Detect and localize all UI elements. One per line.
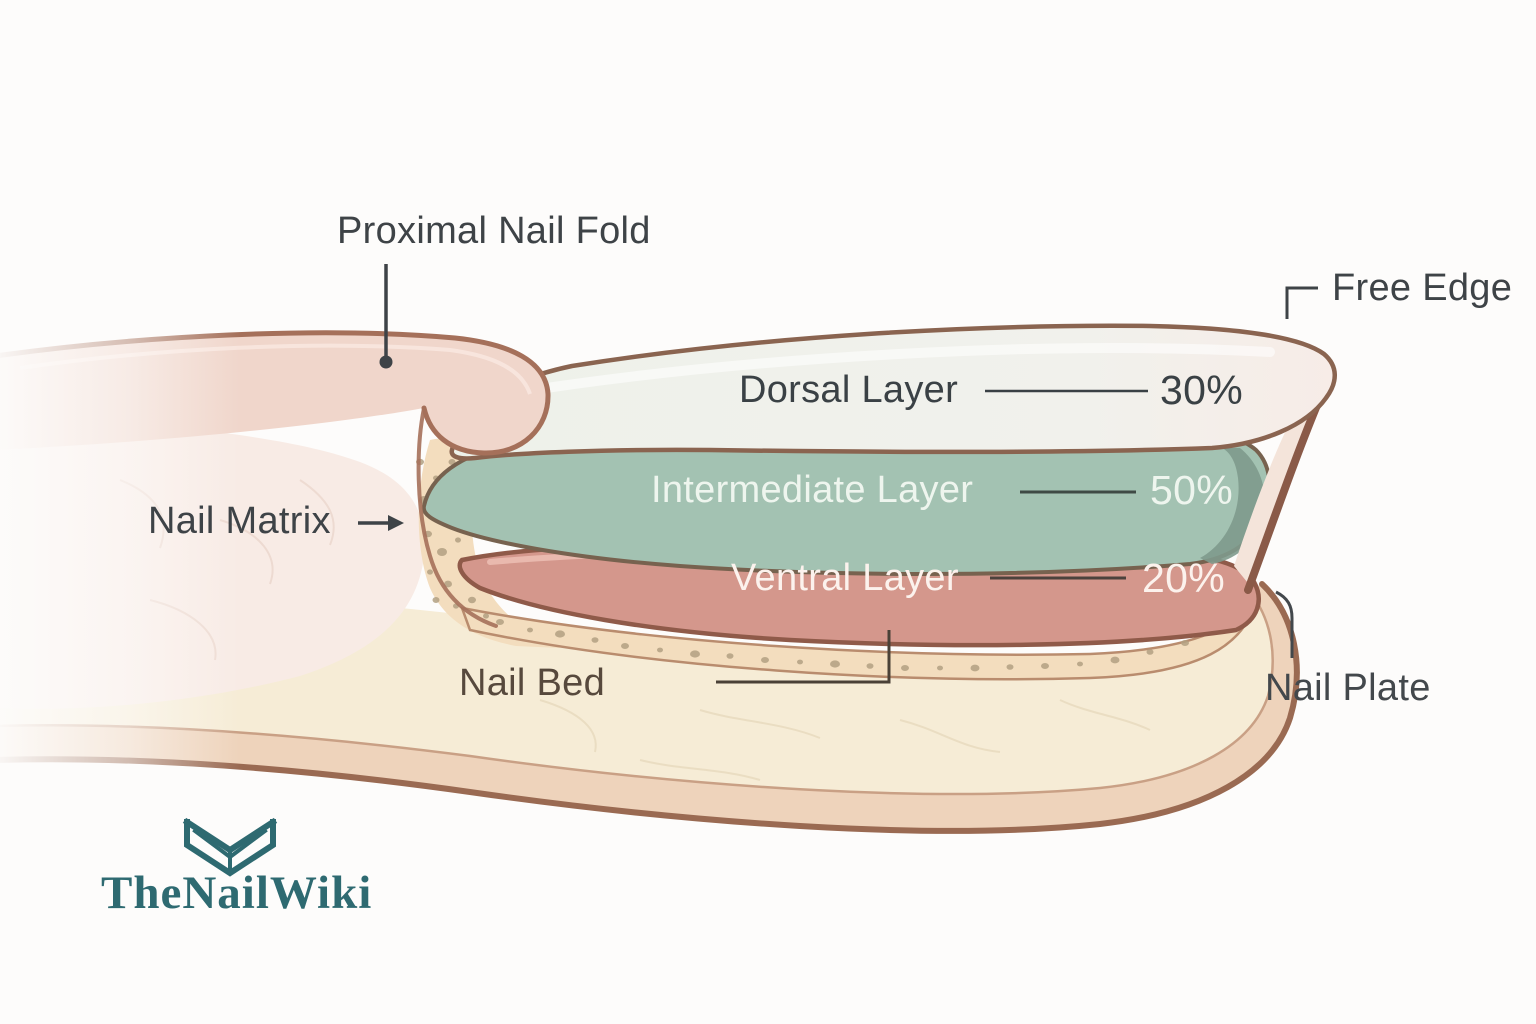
dorsal-layer-shape (449, 323, 1337, 461)
logo-text: TheNailWiki (101, 867, 373, 919)
nail-bed-connector (716, 630, 891, 684)
intermediate-layer-percent: 50% (1150, 467, 1233, 513)
skin-band-shape (0, 584, 1297, 831)
matrix-groove-line (416, 406, 498, 628)
nail-matrix-arrow (358, 515, 404, 531)
nail-plate-front-outline (1244, 394, 1324, 594)
free-edge-label: Free Edge (1332, 267, 1513, 309)
nail-plate-connector (1275, 590, 1294, 658)
skin-band-top-line (0, 591, 1274, 796)
connectors (358, 264, 1318, 684)
nail-bed-label: Nail Bed (459, 662, 606, 704)
dorsal-layer-label: Dorsal Layer (739, 369, 959, 411)
dorsal-layer-percent: 30% (1160, 367, 1243, 413)
ventral-layer-label: Ventral Layer (731, 557, 959, 599)
nail-matrix-label: Nail Matrix (148, 500, 331, 542)
free-edge-connector (1285, 286, 1318, 319)
ventral-layer-percent: 20% (1142, 555, 1225, 601)
open-book-icon (182, 817, 278, 877)
proximal-nail-fold-label: Proximal Nail Fold (337, 210, 651, 252)
nail-plate-label: Nail Plate (1265, 667, 1431, 709)
dorsal-gloss (515, 343, 1275, 397)
finger-outline (0, 581, 1300, 834)
proximal-fold-connector-dot (379, 355, 393, 369)
nail-bed-texture (539, 699, 1151, 781)
intermediate-layer-label: Intermediate Layer (651, 469, 974, 511)
